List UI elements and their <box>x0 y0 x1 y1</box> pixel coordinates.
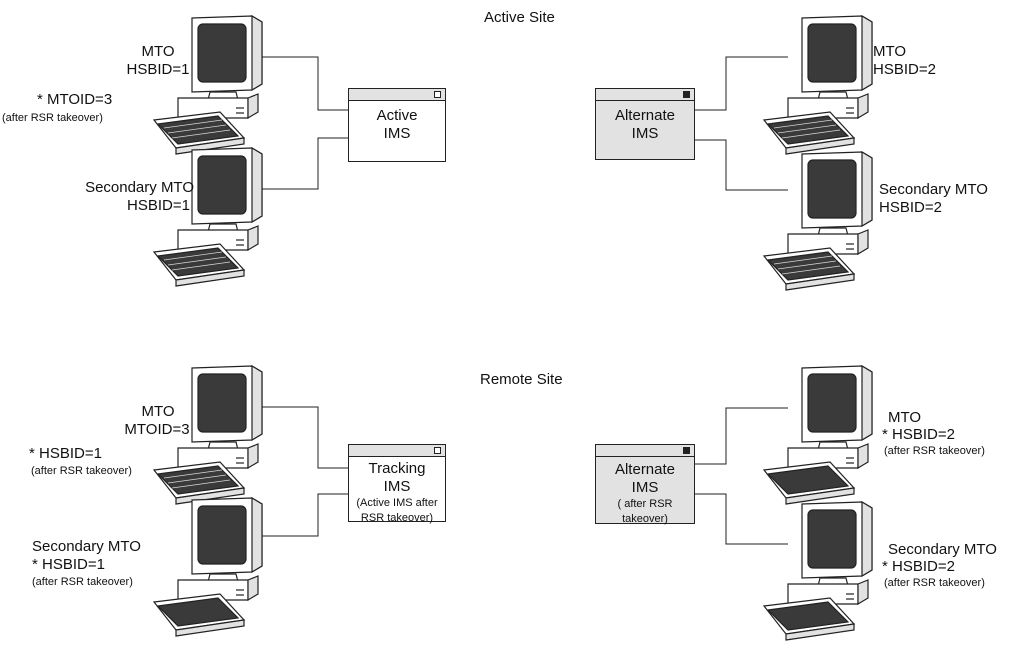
hsbid-note: * HSBID=2 <box>882 558 955 575</box>
terminal-hsbid: HSBID=2 <box>873 61 936 78</box>
window-control-icon <box>434 91 441 98</box>
terminal-name: MTO <box>888 409 922 426</box>
connector-alternate-secondary <box>695 139 788 191</box>
window-control-icon <box>434 447 441 454</box>
ims-note-line1: (Active IMS after <box>356 497 438 509</box>
ims-type: IMS <box>383 125 411 142</box>
terminal-hsbid: HSBID=1 <box>126 61 190 78</box>
hsbid-note: * HSBID=2 <box>882 426 955 443</box>
ims-type: IMS <box>631 479 659 496</box>
computer-icon <box>152 496 263 637</box>
ims-note-line1: ( after RSR <box>617 498 673 510</box>
computer-icon <box>762 364 873 505</box>
terminal-name: Secondary MTO <box>32 538 141 555</box>
window-titlebar <box>596 89 694 101</box>
connector-active-mto <box>262 56 348 111</box>
alternate-ims-box: Alternate IMS <box>595 88 695 160</box>
window-titlebar <box>349 445 445 457</box>
hsbid-note: * HSBID=1 <box>32 556 105 573</box>
connector-remote-alternate-mto <box>695 407 788 465</box>
connector-alternate-mto <box>695 56 788 111</box>
remote-site-title: Remote Site <box>480 371 563 388</box>
window-control-icon <box>683 91 690 98</box>
window-titlebar <box>596 445 694 457</box>
after-takeover-note: (after RSR takeover) <box>2 112 103 124</box>
ims-note-line2: takeover) <box>622 513 668 526</box>
ims-note-line2: RSR takeover) <box>360 512 434 525</box>
computer-icon <box>762 150 873 291</box>
computer-icon <box>152 14 263 155</box>
terminal-hsbid: HSBID=1 <box>127 197 190 214</box>
terminal-name: MTO <box>873 43 907 60</box>
window-titlebar <box>349 89 445 101</box>
after-takeover-note: (after RSR takeover) <box>884 445 985 457</box>
ims-name: Alternate <box>614 107 676 124</box>
terminal-name: Secondary MTO <box>879 181 988 198</box>
terminal-name: Secondary MTO <box>85 179 194 196</box>
ims-type: IMS <box>631 125 659 142</box>
window-control-icon <box>683 447 690 454</box>
hsbid-note: * HSBID=1 <box>29 445 102 462</box>
computer-icon <box>762 500 873 641</box>
ims-name: Alternate <box>614 461 676 478</box>
after-takeover-note: (after RSR takeover) <box>32 576 133 588</box>
terminal-mtoid: MTOID=3 <box>124 421 190 438</box>
after-takeover-note: (after RSR takeover) <box>884 577 985 589</box>
connector-tracking-mto <box>262 406 348 469</box>
terminal-name: MTO <box>141 43 175 60</box>
terminal-hsbid: HSBID=2 <box>879 199 942 216</box>
connector-remote-alternate-secondary <box>695 493 788 545</box>
after-takeover-note: (after RSR takeover) <box>31 465 132 477</box>
mtoid-note: * MTOID=3 <box>37 91 113 108</box>
connector-tracking-secondary <box>262 493 348 537</box>
ims-name: Tracking <box>368 460 426 477</box>
computer-icon <box>152 364 263 505</box>
computer-icon <box>762 14 873 155</box>
tracking-ims-box: Tracking IMS (Active IMS after RSR takeo… <box>348 444 446 524</box>
terminal-name: MTO <box>141 403 175 420</box>
ims-name: Active <box>376 107 418 124</box>
computer-icon <box>152 146 263 287</box>
ims-type: IMS <box>383 478 411 495</box>
active-site-title: Active Site <box>484 9 555 26</box>
remote-alternate-ims-box: Alternate IMS ( after RSR takeover) <box>595 444 695 526</box>
active-ims-box: Active IMS <box>348 88 446 162</box>
connector-active-secondary <box>262 137 348 190</box>
terminal-name: Secondary MTO <box>888 541 997 558</box>
